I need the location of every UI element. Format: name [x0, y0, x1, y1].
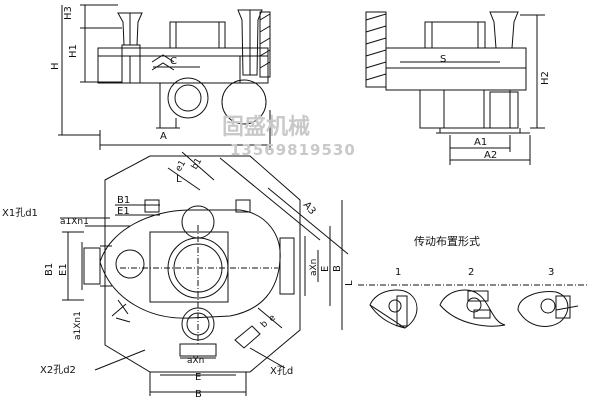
label-H2: H2 — [540, 71, 551, 85]
label-C: C — [170, 56, 177, 67]
plan-view — [60, 151, 349, 396]
label-A1: A1 — [474, 137, 487, 148]
label-E1: E1 — [117, 206, 130, 217]
watermark-phone: 13569819530 — [230, 141, 356, 159]
label-X1-hole: X1孔d1 — [2, 207, 38, 219]
label-H: H — [50, 62, 61, 70]
label-X2-hole: X2孔d2 — [40, 364, 76, 376]
label-L-right: L — [344, 280, 355, 286]
label-A2: A2 — [484, 150, 497, 161]
drive-layout-title: 传动布置形式 — [414, 235, 480, 248]
drive-type-1-shape — [369, 289, 418, 329]
label-E-bottom: E — [195, 372, 201, 383]
label-B1-left: B1 — [44, 263, 55, 276]
label-be-b: b — [259, 319, 270, 330]
watermark-company: 固盛机械 — [222, 114, 310, 140]
label-H1: H1 — [68, 44, 79, 58]
dimension-labels: H3 H1 H C A S H2 A1 A2 B1 E1 X1孔d1 a1Xn1… — [2, 6, 551, 400]
label-a1xn1-top: a1Xn1 — [60, 217, 89, 227]
label-E-right: E — [320, 266, 331, 272]
label-B-right: B — [332, 265, 343, 272]
label-H3: H3 — [63, 6, 74, 20]
label-be-e: e — [267, 313, 278, 324]
drive-option-2: 2 — [468, 267, 474, 278]
drive-layout-section: 传动布置形式 1 2 3 — [395, 235, 554, 278]
drive-option-1: 1 — [395, 267, 401, 278]
label-A: A — [160, 131, 167, 142]
label-S: S — [440, 54, 446, 65]
label-X-hole: X孔d — [270, 365, 293, 377]
drive-option-3: 3 — [548, 267, 554, 278]
drive-type-2-shape — [439, 289, 506, 327]
label-E1-left: E1 — [58, 263, 69, 276]
label-B-bottom: B — [195, 389, 202, 400]
drive-type-3-shape — [517, 291, 569, 327]
label-a1xn1-left: a1Xn1 — [73, 311, 83, 340]
drive-layout-diagrams — [358, 284, 588, 329]
label-e1: e1 — [174, 159, 188, 174]
label-L: L — [176, 174, 182, 185]
label-B1: B1 — [117, 195, 130, 206]
front-view — [58, 4, 271, 150]
label-b1: b1 — [190, 157, 204, 172]
side-view — [365, 11, 545, 165]
label-A3: A3 — [301, 200, 318, 217]
label-axn-bottom: aXn — [187, 356, 204, 366]
label-axn-right: aXn — [309, 259, 319, 276]
watermark: 固盛机械 13569819530 — [222, 114, 356, 159]
